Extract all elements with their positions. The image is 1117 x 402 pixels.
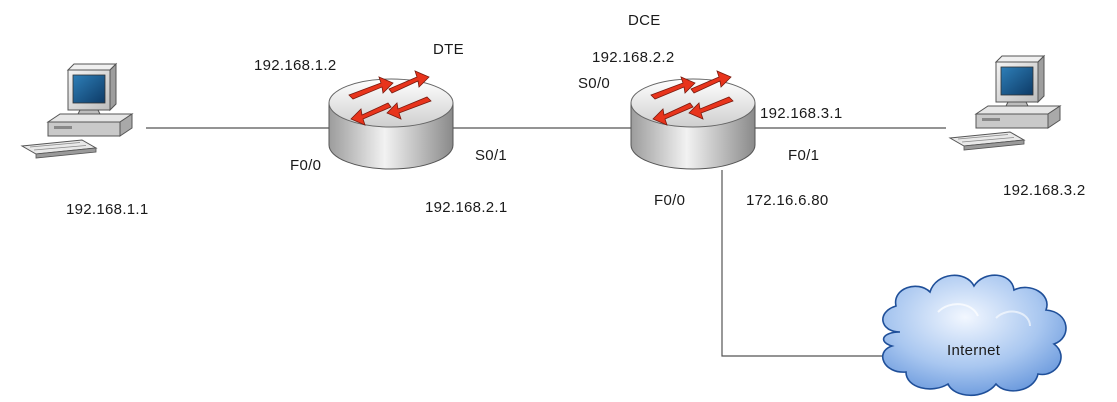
pc-icon (21, 63, 133, 159)
r2-s0-0-port-label: S0/0 (578, 75, 611, 92)
r2-f0-1-ip-label: 192.168.3.1 (760, 105, 843, 122)
r2-f0-1-port-label: F0/1 (788, 147, 820, 164)
link-r2-internet (721, 170, 890, 357)
dce-label: DCE (628, 12, 661, 29)
r1-f0-0-ip-label: 192.168.1.2 (254, 57, 337, 74)
router-icon (329, 71, 453, 169)
router-icon (631, 71, 755, 169)
pc1-ip-label: 192.168.1.1 (66, 201, 149, 218)
pc-icon (949, 55, 1061, 151)
r1-f0-0-port-label: F0/0 (290, 157, 322, 174)
pc2-ip-label: 192.168.3.2 (1003, 182, 1086, 199)
r2-f0-0-ip-label: 172.16.6.80 (746, 192, 829, 209)
r1-s0-1-port-label: S0/1 (475, 147, 508, 164)
internet-label: Internet (947, 342, 1001, 359)
cloud-icon (881, 274, 1067, 396)
r2-f0-0-port-label: F0/0 (654, 192, 686, 209)
r2-s0-0-ip-label: 192.168.2.2 (592, 49, 675, 66)
dte-label: DTE (433, 41, 464, 58)
r1-s0-1-ip-label: 192.168.2.1 (425, 199, 508, 216)
